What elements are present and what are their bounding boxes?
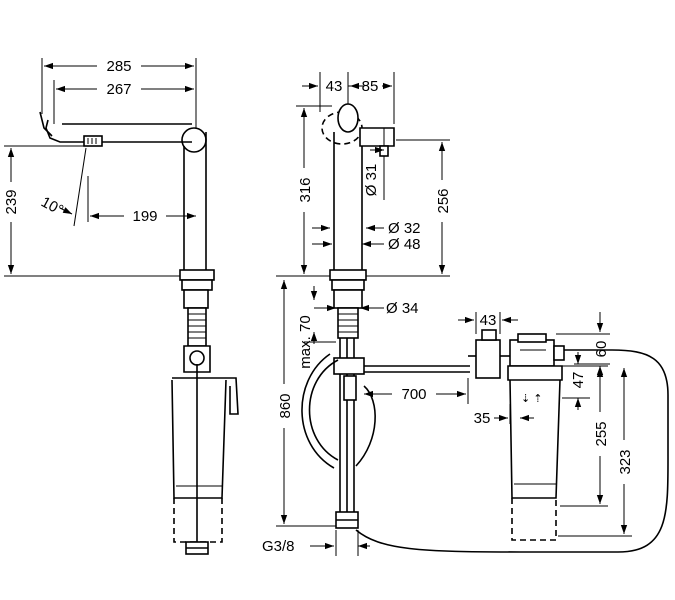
- dim-d48: Ø 48: [388, 236, 421, 253]
- dim-max70: max. 70: [297, 315, 314, 368]
- dim-316: 316: [297, 177, 314, 202]
- dim-255: 255: [593, 421, 610, 446]
- left-dimensions: 285 267 239 10° 199: [3, 58, 197, 277]
- dim-860: 860: [277, 393, 294, 418]
- side-view-faucet: [39, 111, 239, 555]
- lever-handle-icon: [337, 103, 359, 133]
- dim-d32: Ø 32: [388, 220, 421, 237]
- spray-head-icon: [83, 135, 103, 147]
- dim-700: 700: [401, 386, 426, 403]
- thread-hatching: [188, 313, 206, 339]
- dim-60: 60: [593, 341, 610, 358]
- dim-323: 323: [617, 449, 634, 474]
- dim-256: 256: [435, 188, 452, 213]
- dim-43-top: 43: [326, 78, 343, 95]
- arrow-symbol-icon: ⇣ ⇡: [521, 393, 543, 405]
- dim-35: 35: [474, 410, 491, 427]
- dim-239: 239: [3, 189, 20, 214]
- right-dimensions: 43 85 316 256 Ø 31 Ø 32 Ø 48 Ø 34: [262, 72, 634, 556]
- dim-47: 47: [570, 372, 587, 389]
- dim-43-filter: 43: [480, 312, 497, 329]
- dim-d31: Ø 31: [363, 164, 380, 197]
- dim-85: 85: [362, 78, 379, 95]
- dim-g38: G3/8: [262, 538, 295, 555]
- dim-267: 267: [106, 81, 131, 98]
- dim-10deg: 10°: [38, 194, 66, 220]
- filter-assembly: ⇣ ⇡: [468, 329, 565, 541]
- dim-285: 285: [106, 58, 131, 75]
- dim-d34: Ø 34: [386, 300, 419, 317]
- dim-199: 199: [132, 208, 157, 225]
